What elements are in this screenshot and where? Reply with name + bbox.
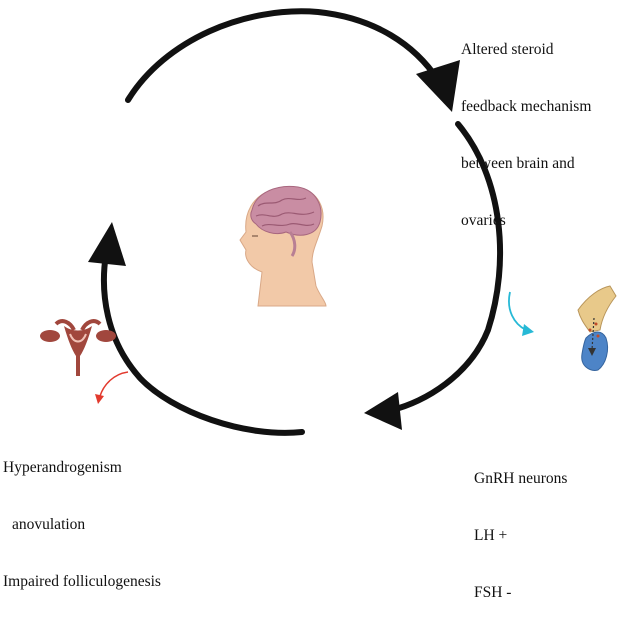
steroid-feedback-label: Altered steroid feedback mechanism betwe… bbox=[461, 2, 591, 249]
steroid-feedback-line-3: between brain and bbox=[461, 155, 575, 172]
steroid-feedback-line-1: Altered steroid bbox=[461, 41, 554, 58]
cycle-diagram bbox=[40, 8, 617, 436]
left-cycle-arrow bbox=[88, 222, 305, 436]
steroid-feedback-line-2: feedback mechanism bbox=[461, 98, 592, 115]
human-head-brain-icon bbox=[239, 185, 327, 307]
right-cycle-arrow bbox=[364, 121, 504, 430]
ovary-effect-arrow bbox=[95, 371, 129, 404]
hormones-label: GnRH neurons LH + FSH - bbox=[474, 431, 567, 621]
ovary-effects-line-1: Hyperandrogenism bbox=[3, 459, 122, 476]
steroid-feedback-line-4: ovaries bbox=[461, 212, 506, 229]
ovary-effects-line-3: Impaired folliculogenesis bbox=[3, 573, 161, 590]
hormones-line-2: LH + bbox=[474, 527, 508, 544]
pituitary-signal-arrow bbox=[508, 291, 534, 336]
ovary-effects-line-2: anovulation bbox=[12, 516, 86, 533]
hormones-line-3: FSH - bbox=[474, 584, 512, 601]
uterus-ovaries-icon bbox=[40, 319, 116, 376]
ovary-effects-label: Hyperandrogenism anovulation Impaired fo… bbox=[3, 420, 161, 610]
hormones-line-1: GnRH neurons bbox=[474, 470, 568, 487]
pituitary-gland-icon bbox=[577, 285, 617, 371]
top-cycle-arrow bbox=[125, 8, 460, 112]
